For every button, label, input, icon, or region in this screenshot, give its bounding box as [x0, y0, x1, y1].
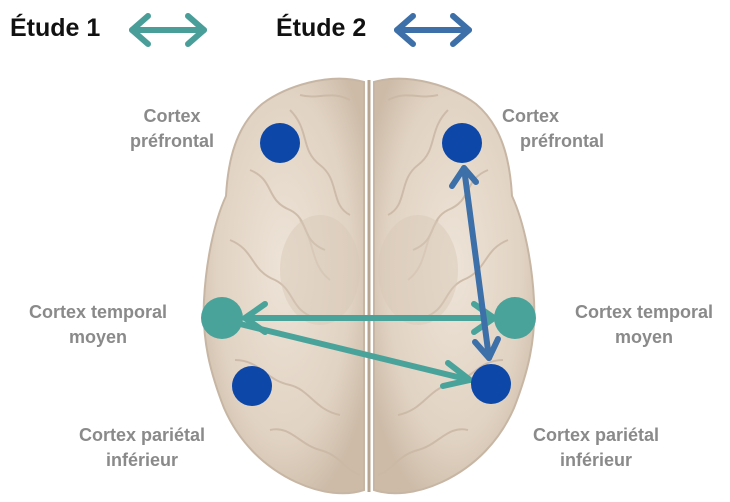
label-left-temporal-line1: Cortex temporal: [4, 300, 192, 325]
legend-study1-label: Étude 1: [10, 14, 100, 43]
label-left-parietal-line2: inférieur: [52, 448, 232, 473]
label-left-prefrontal-line2: préfrontal: [112, 129, 232, 154]
node-left-prefrontal: [260, 123, 300, 163]
node-right-parietal: [471, 364, 511, 404]
brain-inner-shadow-left: [280, 215, 360, 325]
label-right-parietal-line1: Cortex pariétal: [506, 423, 686, 448]
label-right-prefrontal-line2: préfrontal: [502, 129, 622, 154]
legend-arrow-study2-icon: [397, 16, 469, 44]
node-left-parietal: [232, 366, 272, 406]
label-left-temporal-line2: moyen: [4, 325, 192, 350]
label-right-prefrontal-line1: Cortex: [502, 104, 622, 129]
brain-illustration: [204, 79, 535, 494]
node-right-prefrontal: [442, 123, 482, 163]
node-right-temporal: [494, 297, 536, 339]
brain-inner-shadow-right: [378, 215, 458, 325]
label-right-temporal-line2: moyen: [550, 325, 730, 350]
label-right-parietal-line2: inférieur: [506, 448, 686, 473]
label-left-parietal-line1: Cortex pariétal: [52, 423, 232, 448]
node-left-temporal: [201, 297, 243, 339]
label-right-temporal-line1: Cortex temporal: [550, 300, 730, 325]
legend-study2-label: Étude 2: [276, 14, 366, 43]
label-right-temporal: Cortex temporal moyen: [550, 300, 730, 350]
label-right-parietal: Cortex pariétal inférieur: [506, 423, 686, 473]
label-left-parietal: Cortex pariétal inférieur: [52, 423, 232, 473]
label-right-prefrontal: Cortex préfrontal: [502, 104, 622, 154]
label-left-temporal: Cortex temporal moyen: [4, 300, 192, 350]
legend-arrow-study1-icon: [132, 16, 204, 44]
label-left-prefrontal: Cortex préfrontal: [112, 104, 232, 154]
label-left-prefrontal-line1: Cortex: [112, 104, 232, 129]
